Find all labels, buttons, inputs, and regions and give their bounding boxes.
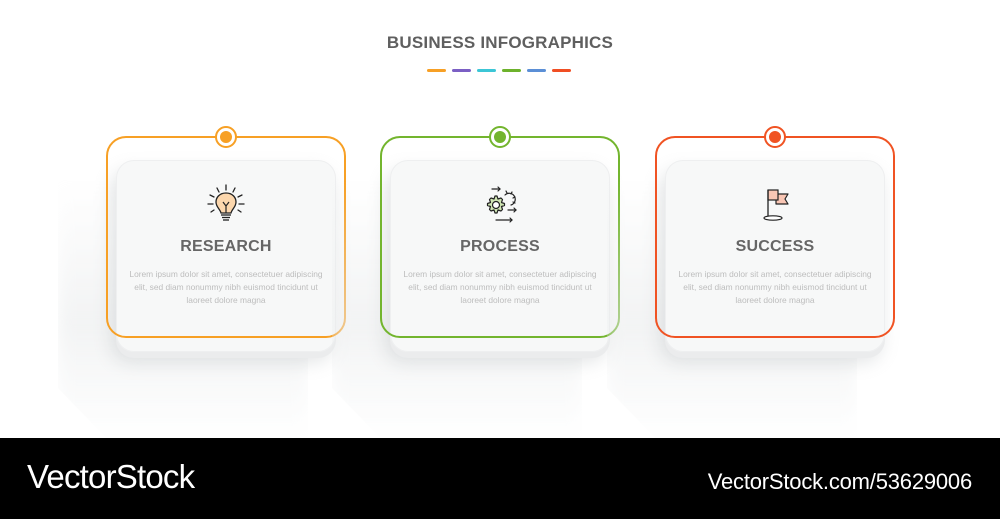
- lightbulb-icon: [207, 184, 245, 221]
- dash-1: [427, 69, 446, 72]
- card-frame: [380, 136, 620, 338]
- pin-marker: [764, 126, 786, 148]
- step-process: PROCESS Lorem ipsum dolor sit amet, cons…: [332, 0, 680, 440]
- pin-dot: [220, 131, 232, 143]
- step-description: Lorem ipsum dolor sit amet, consectetuer…: [129, 269, 323, 305]
- step-success: SUCCESS Lorem ipsum dolor sit amet, cons…: [607, 0, 955, 440]
- pin-dot: [769, 131, 781, 143]
- image-id-url: VectorStock.com/53629006: [707, 469, 972, 494]
- step-heading: RESEARCH: [180, 238, 272, 255]
- dash-3: [477, 69, 496, 72]
- dash-2: [452, 69, 471, 72]
- pin-marker: [215, 126, 237, 148]
- dash-5: [527, 69, 546, 72]
- brand-logo: VectorStock: [27, 458, 195, 495]
- card-background: [390, 160, 610, 352]
- dash-4: [502, 69, 521, 72]
- card-frame: [655, 136, 895, 338]
- dash-6: [552, 69, 571, 72]
- step-heading: SUCCESS: [735, 238, 815, 255]
- step-heading: PROCESS: [460, 238, 540, 255]
- gears-process-icon: [486, 186, 517, 223]
- step-description: Lorem ipsum dolor sit amet, consectetuer…: [403, 269, 597, 305]
- color-dashes: [427, 69, 571, 72]
- step-description: Lorem ipsum dolor sit amet, consectetuer…: [678, 269, 872, 305]
- pin-marker: [489, 126, 511, 148]
- card-background: [116, 160, 336, 352]
- card-frame: [106, 136, 346, 338]
- step-research: RESEARCH Lorem ipsum dolor sit amet, con…: [58, 0, 406, 440]
- page-title: BUSINESS INFOGRAPHICS: [386, 33, 614, 52]
- pin-dot: [494, 131, 506, 143]
- flag-icon: [763, 189, 789, 221]
- footer-bar: VectorStock VectorStock.com/53629006: [0, 438, 1000, 519]
